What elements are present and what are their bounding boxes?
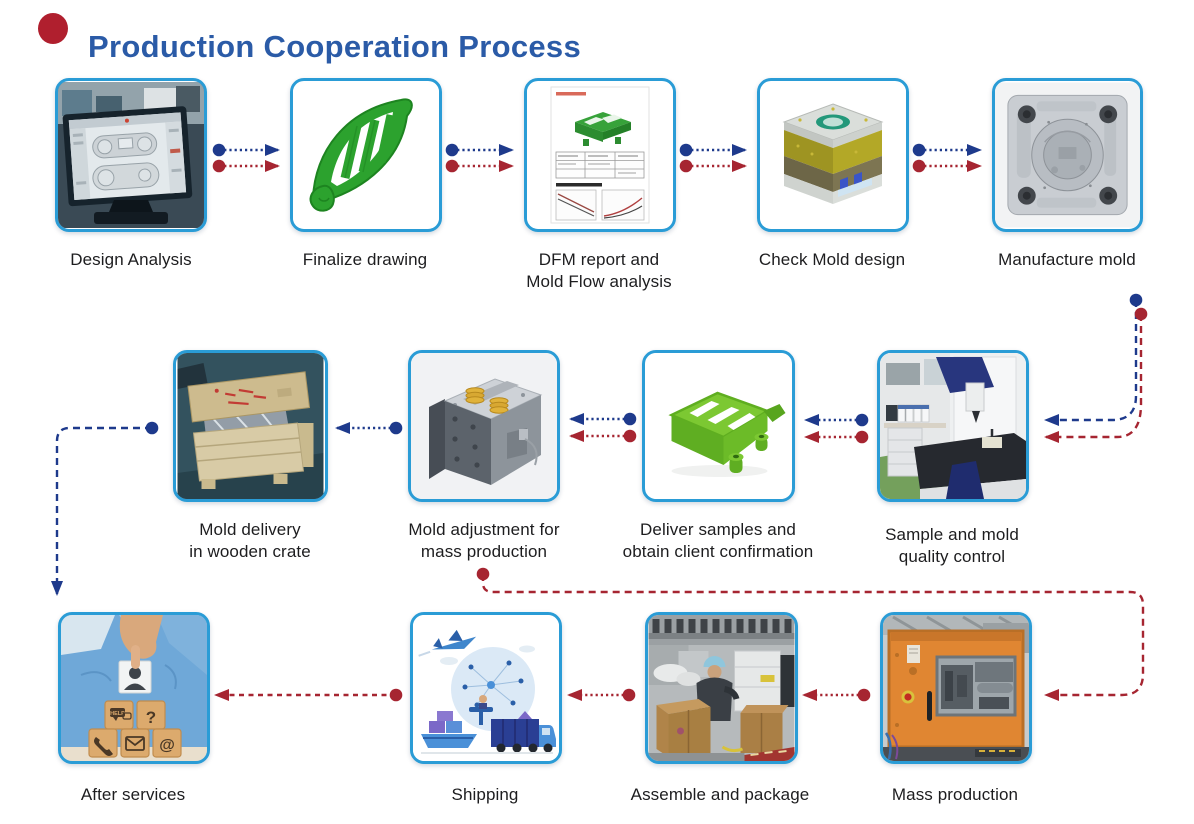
step-mold-delivery <box>173 350 328 502</box>
step-manufacture-mold <box>992 78 1143 232</box>
arrows-design-to-finalize <box>212 143 280 173</box>
arrows-deliver-samples-to-mold-adjustment <box>569 412 637 443</box>
mold-design-3d-model <box>760 82 906 228</box>
green-sample-part-photo <box>645 353 792 499</box>
step-label-dfm-report: DFM report and Mold Flow analysis <box>526 250 672 291</box>
step-shipping <box>410 612 562 764</box>
green-part-cad-render <box>293 82 439 228</box>
title-bullet-icon <box>38 13 68 44</box>
step-label-mass-production: Mass production <box>891 785 1019 804</box>
step-after-services: HELP ? @ <box>58 612 210 764</box>
wooden-crate-photo <box>177 353 324 499</box>
page-title: Production Cooperation Process <box>88 28 582 64</box>
step-label-shipping: Shipping <box>451 785 519 804</box>
dfm-report-document <box>527 82 673 228</box>
cmm-measuring-machine-photo <box>880 353 1026 499</box>
manufacture-mold-image <box>992 78 1143 232</box>
finalize-drawing-image <box>290 78 442 232</box>
arrows-quality-control-to-deliver-samples <box>804 413 869 444</box>
quality-control-image <box>877 350 1029 502</box>
arrow-mold-delivery-to-after-services <box>51 421 159 596</box>
step-mold-adjustment <box>408 350 560 502</box>
step-label-quality-control: Sample and mold quality control <box>885 525 1019 566</box>
arrows-check-mold-to-manufacture <box>912 143 982 173</box>
dfm-report-image <box>524 78 676 232</box>
mass-production-image <box>880 612 1032 764</box>
arrow-mold-adjustment-to-mass-production <box>476 567 1145 701</box>
customer-service-blocks-photo: HELP ? @ <box>61 615 207 761</box>
arrows-dfm-to-check-mold <box>679 143 747 173</box>
injection-molding-machine-photo <box>883 615 1029 761</box>
mold-delivery-image <box>173 350 328 502</box>
packaging-factory-photo <box>648 615 795 761</box>
step-label-after-services: After services <box>80 785 186 804</box>
machined-mold-plate-photo <box>995 82 1140 228</box>
design-analysis-monitor-photo <box>58 82 204 228</box>
step-quality-control <box>877 350 1029 502</box>
svg-text:?: ? <box>146 708 156 727</box>
mold-with-springs-photo <box>411 353 557 499</box>
step-mass-production <box>880 612 1032 764</box>
assemble-package-image <box>645 612 798 764</box>
step-label-mold-adjustment: Mold adjustment for mass production <box>408 520 560 561</box>
step-assemble-package <box>645 612 798 764</box>
after-services-image: HELP ? @ <box>58 612 210 764</box>
arrows-finalize-to-dfm <box>445 143 514 173</box>
design-analysis-image <box>55 78 207 232</box>
step-label-deliver-samples: Deliver samples and obtain client confir… <box>622 520 814 561</box>
step-label-finalize-drawing: Finalize drawing <box>302 250 428 269</box>
check-mold-design-image <box>757 78 909 232</box>
logistics-illustration <box>413 615 559 761</box>
step-check-mold-design <box>757 78 909 232</box>
shipping-image <box>410 612 562 764</box>
svg-text:@: @ <box>159 737 175 754</box>
step-label-mold-delivery: Mold delivery in wooden crate <box>189 520 311 561</box>
step-label-manufacture-mold: Manufacture mold <box>998 250 1136 269</box>
arrows-manufacture-to-quality-control <box>1044 293 1148 443</box>
step-design-analysis <box>55 78 207 232</box>
step-label-check-mold: Check Mold design <box>758 250 906 269</box>
deliver-samples-image <box>642 350 795 502</box>
step-label-assemble-package: Assemble and package <box>630 785 810 804</box>
step-deliver-samples <box>642 350 795 502</box>
step-finalize-drawing <box>290 78 442 232</box>
step-label-design-analysis: Design Analysis <box>70 250 192 269</box>
mold-adjustment-image <box>408 350 560 502</box>
svg-text:HELP: HELP <box>110 711 125 717</box>
step-dfm-report <box>524 78 676 232</box>
